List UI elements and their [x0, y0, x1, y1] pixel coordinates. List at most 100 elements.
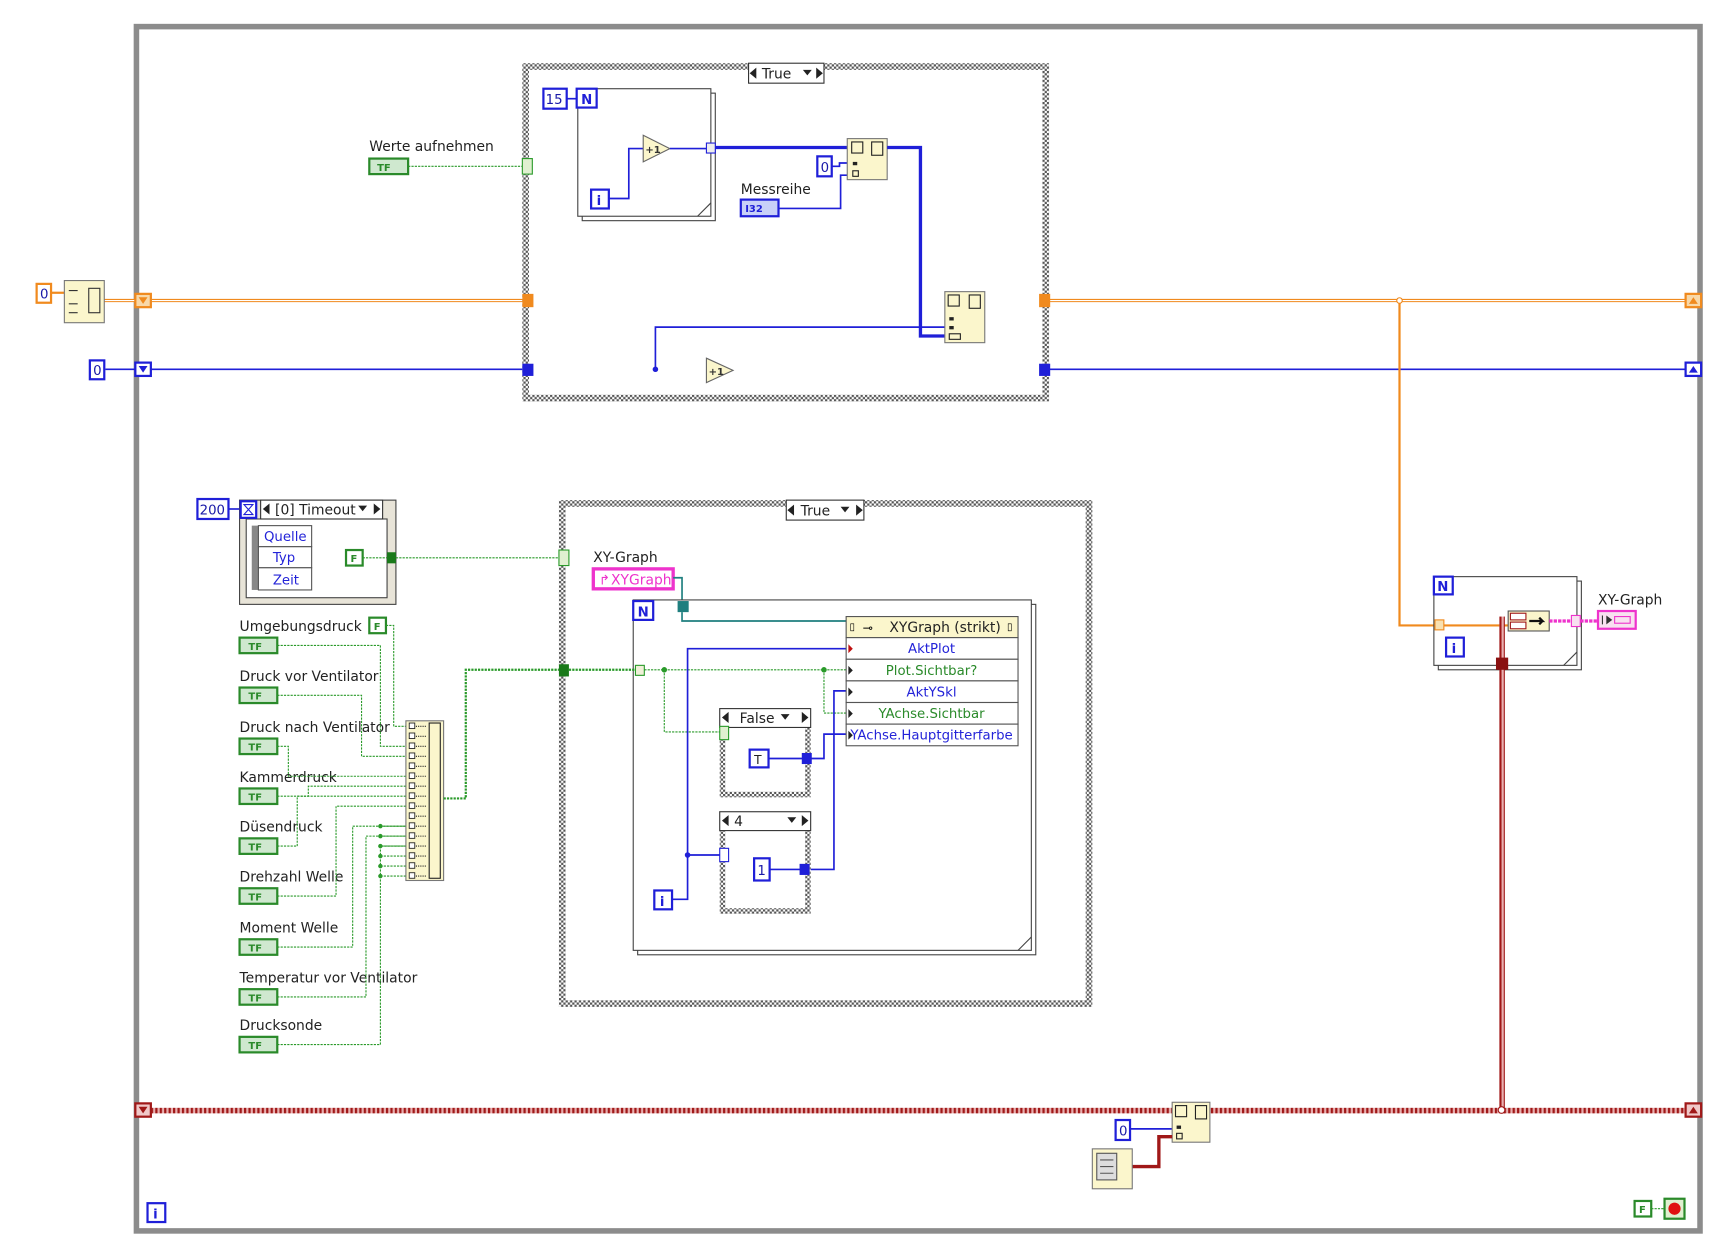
replace-array-subset-node[interactable]	[846, 138, 888, 181]
lower-case-selector-terminal[interactable]	[558, 549, 570, 567]
svg-text:+1: +1	[645, 145, 660, 156]
xy-graph-indicator[interactable]	[1596, 609, 1637, 630]
one-constant[interactable]: 1	[752, 857, 771, 882]
xy-graph-reference[interactable]: ↱ XYGraph	[591, 567, 675, 591]
extra-false-constant[interactable]: F	[368, 616, 388, 635]
property-node[interactable]: ▯ ⊸ XYGraph (strikt) ▯ AktPlotPlot.Sicht…	[845, 616, 1019, 747]
increment-node[interactable]: +1	[642, 134, 672, 163]
blue-init-constant[interactable]: 0	[88, 359, 106, 381]
build-array-input[interactable]	[408, 812, 416, 819]
svg-text:1: 1	[757, 864, 765, 879]
loop-iteration-terminal: i	[146, 1202, 167, 1224]
stop-condition-icon[interactable]	[1663, 1197, 1686, 1220]
increment-node-2[interactable]: +1	[705, 357, 735, 384]
svg-text:0: 0	[821, 161, 829, 176]
property-row[interactable]: YAchse.Hauptgitterfarbe	[845, 723, 1019, 747]
boolean-label: Kammerdruck	[240, 770, 337, 786]
index-constant[interactable]: 0	[816, 155, 833, 178]
svg-text:F: F	[374, 622, 381, 633]
property-row[interactable]: YAchse.Sichtbar	[845, 701, 1019, 725]
svg-text:I32: I32	[745, 204, 763, 215]
build-array-input[interactable]	[408, 752, 416, 759]
svg-text:True: True	[800, 504, 830, 520]
property-row[interactable]: AktYSkl	[845, 680, 1019, 704]
svg-text:0: 0	[93, 364, 101, 379]
svg-text:+1: +1	[709, 367, 724, 378]
top-case-structure[interactable]	[522, 63, 1050, 402]
svg-text:i: i	[1452, 642, 1457, 657]
replace-array-subset-node-2[interactable]	[944, 291, 986, 344]
true-constant[interactable]: T	[748, 748, 770, 769]
boolean-label: Druck nach Ventilator	[240, 720, 391, 736]
svg-text:False: False	[740, 711, 775, 727]
svg-text:TF: TF	[248, 692, 262, 703]
false-constant[interactable]: F	[344, 548, 364, 567]
build-array-input[interactable]	[408, 822, 416, 829]
build-array-input[interactable]	[408, 792, 416, 799]
build-array-input[interactable]	[408, 842, 416, 849]
stop-false-constant[interactable]: F	[1633, 1199, 1653, 1218]
while-loop[interactable]	[133, 23, 1703, 1234]
iteration-terminal-2: i	[653, 889, 674, 911]
cluster-shift-register-wire[interactable]	[143, 1107, 1694, 1114]
build-array-input[interactable]	[408, 762, 416, 769]
svg-text:YAchse.Hauptgitterfarbe: YAchse.Hauptgitterfarbe	[849, 729, 1012, 744]
werte-aufnehmen-terminal[interactable]: TF	[368, 157, 410, 176]
boolean-wire[interactable]	[277, 795, 410, 847]
event-data-node[interactable]: Quelle Typ Zeit	[251, 525, 313, 591]
boolean-label: Drehzahl Welle	[240, 870, 344, 886]
svg-text:i: i	[660, 895, 665, 910]
build-array-input[interactable]	[408, 722, 416, 730]
build-array-input[interactable]	[408, 772, 416, 779]
build-array-input[interactable]	[408, 872, 416, 879]
iteration-terminal: i	[589, 188, 610, 210]
loop-count-constant[interactable]: 15	[542, 87, 568, 110]
top-case-selector[interactable]: True	[748, 62, 825, 84]
build-array-input[interactable]	[408, 742, 416, 749]
bundle-xy-node[interactable]	[1507, 610, 1550, 632]
event-selector[interactable]: [0] Timeout	[260, 499, 384, 520]
case-selector-terminal[interactable]	[521, 158, 533, 175]
build-array-input[interactable]	[408, 852, 416, 859]
svg-text:AktPlot: AktPlot	[908, 642, 955, 657]
property-row[interactable]: AktPlot	[845, 637, 1019, 660]
svg-text:True: True	[761, 67, 791, 83]
build-array-input[interactable]	[408, 862, 416, 869]
property-row[interactable]: Plot.Sichtbar?	[845, 658, 1019, 682]
svg-text:0: 0	[1119, 1125, 1127, 1140]
build-array-input[interactable]	[408, 832, 416, 839]
svg-text:TF: TF	[377, 163, 391, 174]
boolean-wire[interactable]	[277, 694, 410, 757]
shift-register-terminals[interactable]	[134, 292, 1703, 1118]
lower-case-selector[interactable]: True	[785, 499, 865, 521]
build-array-node[interactable]	[63, 280, 105, 324]
graph-cluster-constant-icon[interactable]	[1091, 1148, 1133, 1190]
bottom-index-constant[interactable]: 0	[1114, 1118, 1132, 1142]
messreihe-control[interactable]: I32	[739, 198, 780, 218]
svg-text:Quelle: Quelle	[264, 530, 307, 545]
boolean-wire[interactable]	[277, 644, 410, 747]
boolean-wire[interactable]	[277, 805, 410, 897]
replace-array-subset-node-3[interactable]	[1171, 1101, 1211, 1143]
svg-text:4: 4	[734, 814, 743, 830]
orange-init-constant[interactable]: 0	[35, 282, 53, 304]
build-array-input[interactable]	[408, 802, 416, 809]
build-array-node-bools[interactable]	[405, 720, 445, 882]
boolean-wire[interactable]	[277, 785, 410, 797]
boolean-wire[interactable]	[277, 745, 410, 777]
timeout-constant[interactable]: 200	[196, 497, 230, 521]
build-array-input[interactable]	[408, 782, 416, 789]
boolean-label: Düsendruck	[240, 820, 323, 836]
messreihe-label: Messreihe	[741, 182, 811, 198]
build-array-input[interactable]	[408, 732, 416, 739]
